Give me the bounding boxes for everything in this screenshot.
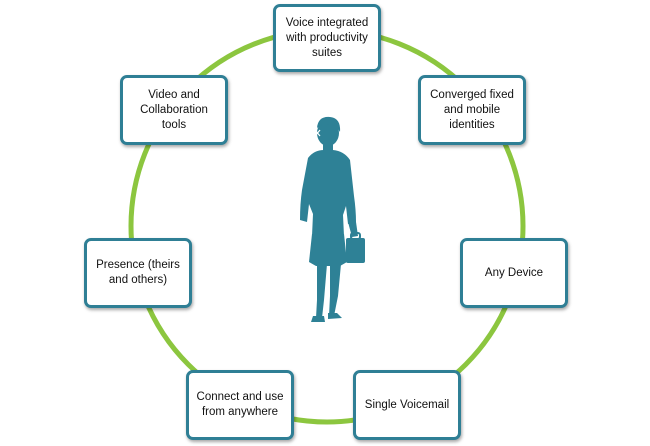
node-label: Presence (theirs and others): [96, 259, 180, 286]
node-video-collaboration: Video and Collaboration tools: [120, 75, 228, 145]
node-label: Video and Collaboration tools: [140, 88, 208, 131]
node-converged-identities: Converged fixed and mobile identities: [418, 75, 526, 145]
node-label: Single Voicemail: [364, 398, 450, 411]
node-label: Voice integrated with productivity suite…: [285, 16, 369, 59]
node-any-device: Any Device: [460, 238, 568, 308]
node-label: Converged fixed and mobile identities: [430, 88, 514, 131]
node-single-voicemail: Single Voicemail: [353, 370, 461, 440]
node-label: Any Device: [484, 266, 544, 279]
node-label: Connect and use from anywhere: [196, 391, 284, 418]
node-connect-anywhere: Connect and use from anywhere: [186, 370, 294, 440]
node-presence: Presence (theirs and others): [84, 238, 192, 308]
node-voice-integrated: Voice integrated with productivity suite…: [273, 4, 381, 72]
